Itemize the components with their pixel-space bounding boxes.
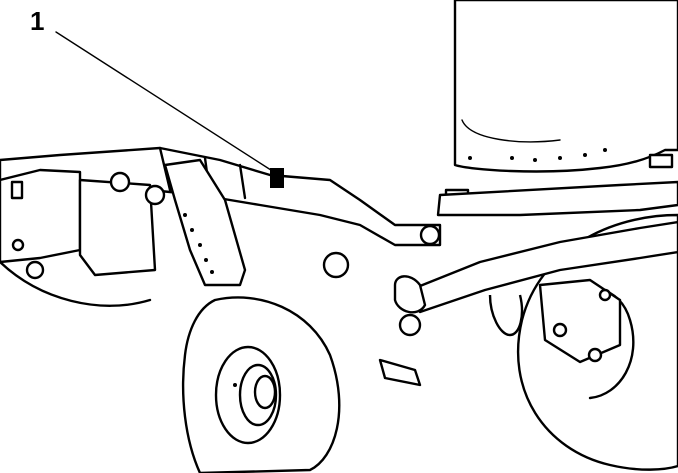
seat-body — [436, 0, 678, 217]
decal-location-marker — [270, 168, 284, 188]
callout-leader-line — [55, 31, 275, 173]
axle-tube — [393, 220, 678, 314]
callout-1 — [55, 31, 275, 173]
steering-bracket — [163, 158, 247, 287]
front-tire — [181, 296, 341, 473]
callout-number: 1 — [30, 6, 45, 36]
axle-hardware — [322, 224, 622, 387]
engine-block — [0, 168, 166, 307]
